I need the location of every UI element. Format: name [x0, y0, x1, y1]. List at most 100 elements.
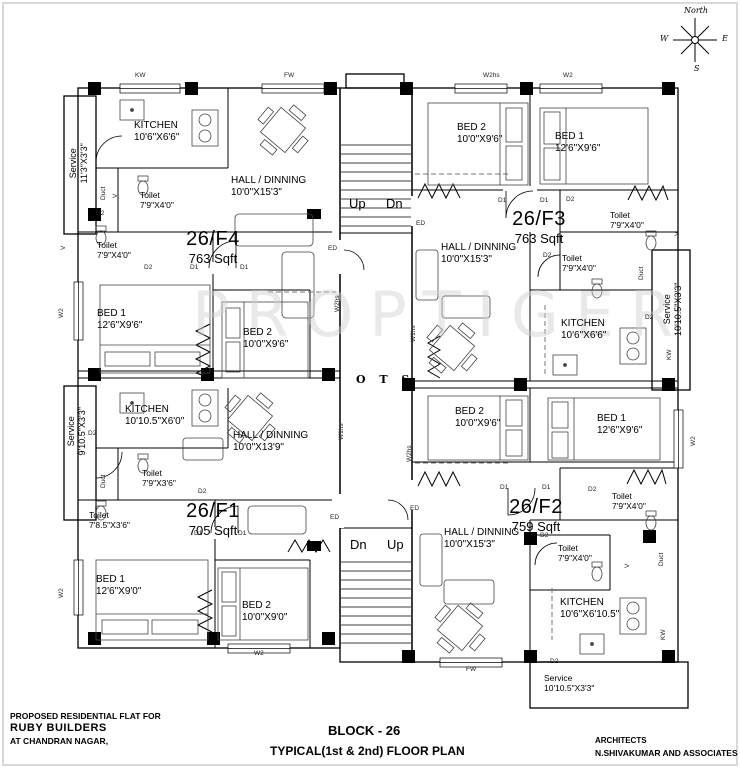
- stove-f2: [619, 597, 647, 635]
- stairs-bottom-up-label: Up: [387, 537, 404, 552]
- sofa-f3-a: [415, 249, 439, 301]
- code-w2-top: W2: [563, 72, 573, 79]
- sofa-f1-a: [247, 505, 307, 535]
- code-kw-right1: KW: [666, 349, 673, 360]
- dining-table-f4: [257, 104, 309, 156]
- sink-f2: [579, 633, 605, 655]
- builder-name: RUBY BUILDERS: [10, 722, 107, 734]
- code-v-f3: V: [674, 231, 681, 236]
- code-fw-top: FW: [284, 72, 295, 79]
- sofa-f4-a: [234, 213, 314, 247]
- location-text: AT CHANDRAN NAGAR,: [10, 736, 109, 746]
- stove-f1: [191, 389, 219, 427]
- code-d1-f4a: D1: [190, 264, 199, 271]
- ots-label: O T S: [356, 373, 415, 386]
- code-d2-f2c: D2: [550, 658, 559, 665]
- bed-f3-1: [539, 107, 649, 185]
- code-d1-f1a: D1: [194, 530, 203, 537]
- stove-f3: [619, 327, 647, 365]
- code-w2-left2: W2: [58, 588, 65, 598]
- code-ed-f3: ED: [416, 220, 426, 227]
- stairs-top-up-label: Up: [349, 196, 366, 211]
- code-d1-f2b: D1: [542, 484, 551, 491]
- code-d2-f2a: D2: [588, 486, 597, 493]
- code-ed-f1: ED: [330, 514, 340, 521]
- sink-f4: [119, 99, 145, 121]
- doors-layer: [95, 135, 561, 566]
- code-d1-f4b: D1: [240, 264, 249, 271]
- bed-f3-2: [427, 102, 529, 186]
- code-d2-f4b: D2: [144, 264, 153, 271]
- code-duct-f4: Duct: [100, 186, 107, 200]
- columns-layer: [88, 82, 675, 663]
- zigzag-symbols: [194, 182, 669, 633]
- code-duct-f2: Duct: [658, 552, 665, 566]
- code-d1-f2a: D1: [500, 484, 509, 491]
- sink-f1: [119, 392, 145, 414]
- stairs-top-dn-label: Dn: [386, 196, 403, 211]
- code-d2-f2b: D2: [540, 532, 549, 539]
- wc-symbols: [95, 175, 657, 582]
- inner-walls-layer: [78, 88, 678, 662]
- code-ed-f4: ED: [328, 245, 338, 252]
- code-w2hs-ots-left: W2hs: [334, 295, 341, 312]
- sofa-f3-b: [441, 295, 491, 319]
- code-d2-f1b: D2: [198, 488, 207, 495]
- walls-layer: [63, 73, 691, 709]
- code-w2-right: W2: [690, 436, 697, 446]
- sofa-f2-b: [443, 579, 495, 605]
- stove-f4: [191, 109, 219, 147]
- code-kw-right2: KW: [660, 629, 667, 640]
- compass: North W E S: [650, 6, 736, 78]
- door-gaps: [196, 186, 537, 539]
- proposed-for-text: PROPOSED RESIDENTIAL FLAT FOR: [10, 711, 161, 721]
- compass-east-label: E: [722, 34, 728, 43]
- windows-layer: [73, 83, 684, 668]
- code-d2-f1a: D2: [88, 430, 97, 437]
- stairs-bottom: [341, 561, 411, 644]
- sink-f3: [552, 354, 578, 376]
- bed-f1-2: [217, 567, 309, 641]
- bed-f2-1: [547, 397, 661, 461]
- architects-label: ARCHITECTS: [595, 736, 647, 745]
- code-w2-left1: W2: [58, 308, 65, 318]
- code-d1-f1b: D1: [238, 530, 247, 537]
- code-v-f2: V: [624, 563, 631, 568]
- furniture-layer: [95, 99, 661, 655]
- compass-west-label: W: [660, 34, 669, 43]
- plan-title: TYPICAL(1st & 2nd) FLOOR PLAN: [270, 744, 465, 758]
- code-kw-top: KW: [135, 72, 146, 79]
- dashed-lines: [268, 173, 553, 640]
- sofa-f4-b: [281, 251, 315, 319]
- code-d2-f3c: D2: [645, 314, 654, 321]
